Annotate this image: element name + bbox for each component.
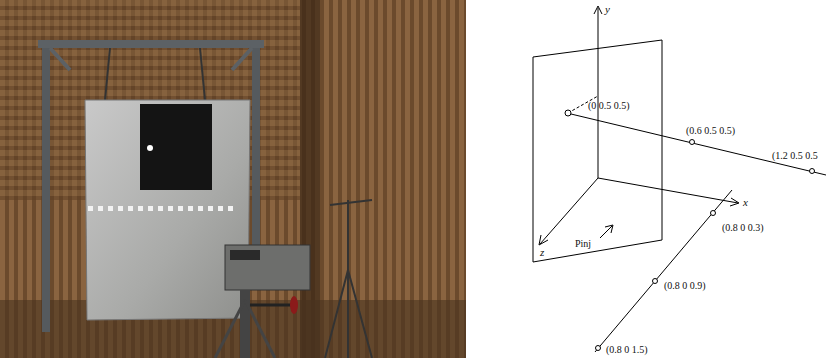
axis-label: x: [743, 197, 748, 208]
coordinate-label: (0.6 0.5 0.5): [686, 125, 735, 136]
coordinate-label: (1.2 0.5 0.5: [772, 150, 818, 161]
coordinate-label: (0.8 0 0.3): [722, 222, 764, 233]
coordinate-label: (0.8 0 1.5): [606, 344, 648, 355]
coordinate-label: (0 0.5 0.5): [588, 100, 630, 111]
signal-label: Pinj: [575, 238, 591, 249]
axis-label: z: [540, 247, 544, 258]
coordinate-label: (0.8 0 0.9): [664, 280, 706, 291]
axis-label: y: [605, 4, 610, 15]
